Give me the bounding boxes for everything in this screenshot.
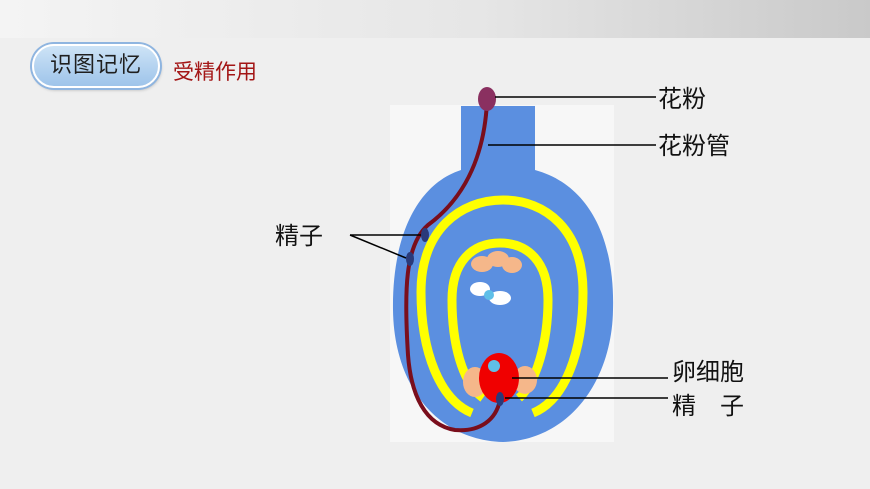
label-pollen-tube: 花粉管 — [658, 132, 730, 160]
synergid-right — [513, 366, 537, 394]
ovule-body — [392, 106, 614, 442]
sperm-leader-line-lower — [349, 234, 407, 259]
slide-subtitle: 受精作用 — [173, 60, 257, 84]
label-egg-cell: 卵细胞 — [672, 358, 744, 386]
sperm-cell-upper — [421, 228, 429, 242]
label-sperm-left: 精子 — [275, 222, 323, 250]
pollen-grain — [478, 87, 496, 111]
label-pollen: 花粉 — [658, 85, 706, 113]
antipodal-cell — [502, 257, 522, 273]
pollen-tube — [404, 101, 502, 433]
sperm-at-polar-nuclei — [484, 290, 494, 300]
section-badge-label: 识图记忆 — [49, 53, 142, 78]
sperm-cell-at-egg — [496, 392, 504, 406]
outer-integument — [416, 195, 588, 418]
polar-nucleus — [489, 291, 511, 305]
inner-integument — [447, 238, 553, 402]
top-decorative-band — [0, 0, 870, 38]
section-badge: 识图记忆 — [32, 44, 160, 88]
egg-nucleus — [488, 360, 500, 372]
label-sperm-right: 精 子 — [672, 392, 744, 420]
sperm-cell-lower — [406, 252, 414, 266]
